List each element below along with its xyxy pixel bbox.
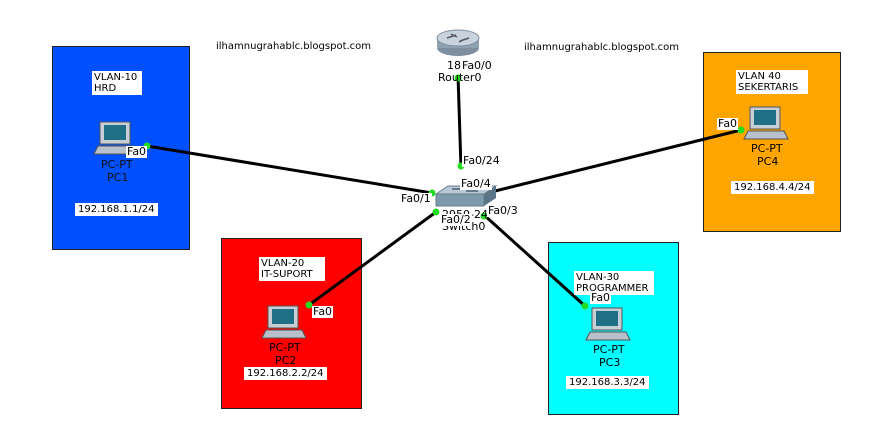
- pc-icon[interactable]: [261, 305, 307, 339]
- router-type: 18: [447, 59, 461, 72]
- pc-type: PC-PT: [593, 343, 625, 356]
- pc-ip: 192.168.2.2/24: [244, 367, 327, 380]
- port-dot: [305, 301, 313, 309]
- link-pc3-switch[interactable]: [482, 213, 587, 308]
- pc-icon[interactable]: [743, 106, 789, 140]
- vlan-tag: VLAN-30 PROGRAMMER: [574, 271, 654, 295]
- pc-port: Fa0: [590, 291, 612, 304]
- pc-port: Fa0: [126, 145, 148, 158]
- pc-name: PC3: [599, 356, 621, 369]
- pc-type: PC-PT: [269, 341, 301, 354]
- link-pc1-switch[interactable]: [146, 144, 433, 195]
- link-pc4-switch[interactable]: [490, 128, 742, 194]
- pc-ip: 192.168.4.4/24: [731, 181, 814, 194]
- watermark-left: ilhamnugrahablc.blogspot.com: [216, 41, 372, 52]
- link-pc2-switch[interactable]: [308, 210, 437, 307]
- switch-port-router: Fa0/24: [462, 154, 501, 167]
- router-port: Fa0/0: [461, 59, 493, 72]
- port-dot: [432, 208, 440, 216]
- port-dot: [581, 302, 589, 310]
- pc-name: PC2: [275, 354, 297, 367]
- router-name: Router0: [438, 71, 482, 84]
- router-icon[interactable]: [436, 29, 480, 56]
- pc-type: PC-PT: [101, 158, 133, 171]
- switch-port-pc2: Fa0/2: [440, 213, 472, 226]
- vlan-tag: VLAN-10 HRD: [92, 71, 142, 95]
- pc-ip: 192.168.1.1/24: [75, 203, 158, 216]
- pc-name: PC1: [107, 171, 129, 184]
- switch-port-pc3: Fa0/3: [487, 204, 519, 217]
- port-dot: [454, 74, 462, 82]
- pc-type: PC-PT: [751, 142, 783, 155]
- port-dot: [480, 212, 488, 220]
- pc-name: PC4: [757, 155, 779, 168]
- pc-icon[interactable]: [585, 307, 631, 341]
- pc-port: Fa0: [312, 305, 334, 318]
- pc-port: Fa0: [717, 117, 739, 130]
- vlan-tag: VLAN-20 IT-SUPORT: [259, 257, 325, 281]
- switch-port-pc4: Fa0/4: [460, 177, 492, 190]
- watermark-right: ilhamnugrahablc.blogspot.com: [524, 42, 680, 53]
- switch-port-pc1: Fa0/1: [400, 192, 432, 205]
- vlan-tag: VLAN 40 SEKERTARIS: [736, 70, 808, 94]
- pc-ip: 192.168.3.3/24: [566, 376, 649, 389]
- link-router-switch[interactable]: [456, 74, 463, 169]
- port-dot: [737, 126, 745, 134]
